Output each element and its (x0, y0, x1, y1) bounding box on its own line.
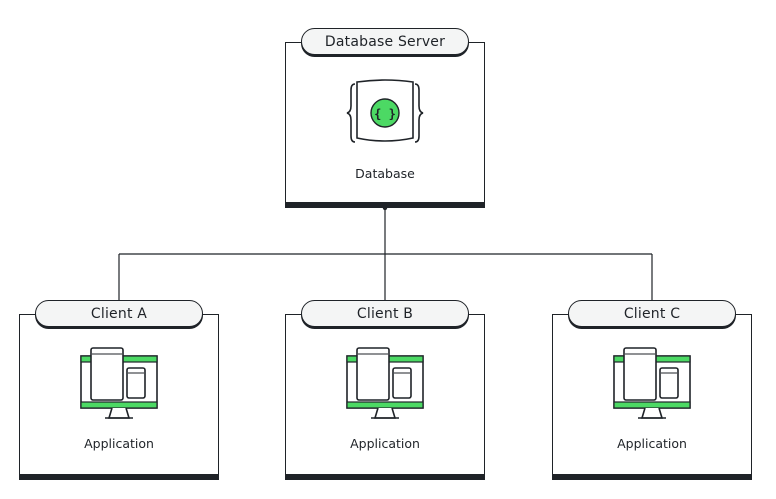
database-icon: { } (346, 79, 424, 143)
client-c-caption: Application (617, 436, 687, 451)
application-icon (613, 347, 691, 419)
client-a-title: Client A (90, 305, 148, 322)
client-b-caption: Application (350, 436, 420, 451)
client-a-caption: Application (84, 436, 154, 451)
application-icon (346, 347, 424, 419)
svg-text:{ }: { } (374, 107, 396, 121)
client-c-header: Client C (568, 300, 736, 327)
database-server-title: Database Server (324, 33, 446, 50)
client-c-title: Client C (623, 305, 681, 322)
database-label: Database (355, 166, 415, 181)
application-icon (80, 347, 158, 419)
client-a-header: Client A (35, 300, 203, 327)
client-b-header: Client B (301, 300, 469, 327)
database-server-header: Database Server (301, 28, 469, 55)
client-b-title: Client B (356, 305, 414, 322)
